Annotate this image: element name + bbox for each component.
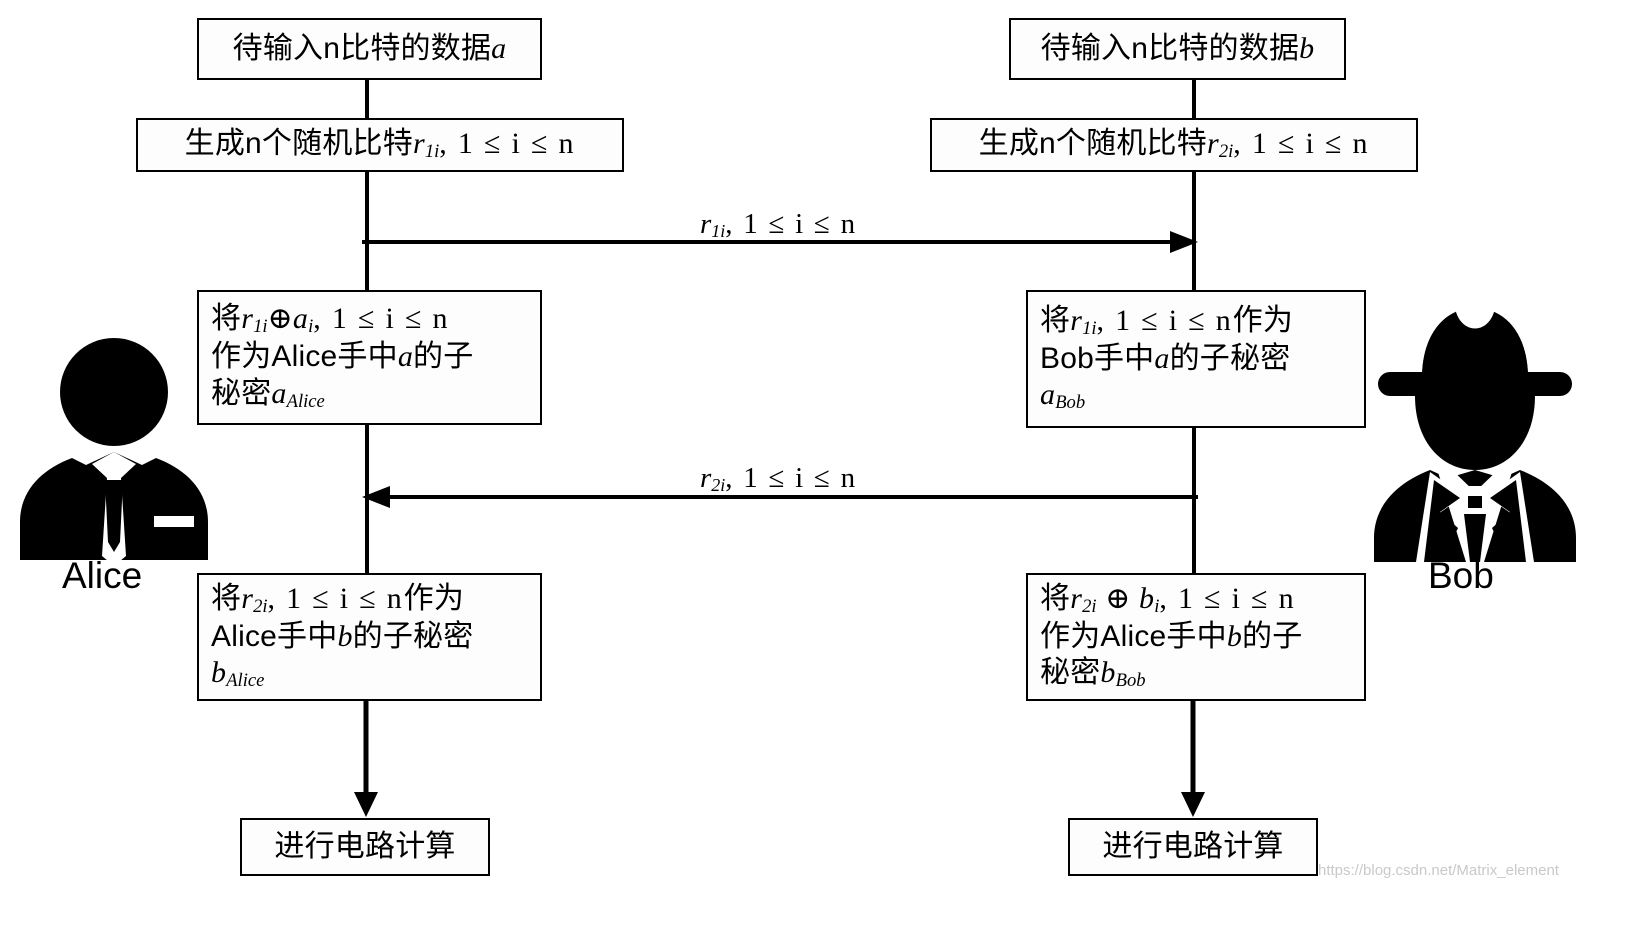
bob-random-range: , 1 ≤ i ≤ n [1233, 127, 1370, 161]
alice-ashare-l3-symbol: a [271, 376, 287, 410]
connector-alice-random-to-ashare [365, 172, 369, 290]
alice-bshare-l2-post: 的子秘密 [352, 619, 474, 653]
spy-hat-avatar-icon [1374, 308, 1576, 562]
bob-bshare-l3: 秘密 [1040, 656, 1101, 690]
bob-ashare-l1-range: , 1 ≤ i ≤ n [1096, 303, 1233, 337]
alice-bshare-l1-post: 作为 [403, 581, 465, 615]
alice-ashare-l3-subscript: Alice [286, 390, 325, 412]
box-alice-input: 待输入n比特的数据a [197, 18, 542, 80]
alice-ashare-l1-symbol: r [241, 302, 254, 336]
box-alice-a-share: 将r1i⊕ai, 1 ≤ i ≤ n 作为Alice手中a的子 秘密aAlice [197, 290, 542, 425]
alice-circuit-text: 进行电路计算 [274, 829, 456, 863]
bob-ashare-l2: Bob手中 [1040, 341, 1155, 375]
bob-ashare-l1-prefix: 将 [1040, 303, 1071, 337]
bob-random-subscript: 2i [1218, 141, 1234, 163]
bob-bshare-l1-prefix: 将 [1040, 581, 1071, 615]
connector-bob-random-to-ashare [1192, 172, 1196, 290]
connector-alice-input-to-random [365, 80, 369, 120]
arrow-r2-subscript: 2i [711, 474, 726, 495]
bob-label: Bob [1428, 555, 1494, 596]
alice-random-symbol: r [412, 127, 425, 161]
alice-ashare-l1-prefix: 将 [211, 302, 242, 336]
bob-ashare-l2-post: 的子秘密 [1169, 341, 1291, 375]
alice-bshare-l2-var: b [337, 619, 353, 653]
connector-bob-input-to-random [1192, 80, 1196, 120]
alice-bshare-l1-symbol: r [241, 581, 254, 615]
arrow-r2-symbol: r [700, 462, 712, 494]
alice-bshare-l3-subscript: Alice [226, 670, 265, 692]
arrow-bob-bshare-to-circuit [1181, 700, 1205, 817]
connector-bob-ashare-to-bshare [1192, 428, 1196, 573]
bob-bshare-l1-symbol2: b [1138, 581, 1155, 615]
arrow-label-r2: r2i, 1 ≤ i ≤ n [700, 462, 857, 496]
alice-bshare-l1-prefix: 将 [211, 581, 242, 615]
alice-bshare-l2: Alice手中 [211, 619, 338, 653]
box-alice-circuit: 进行电路计算 [240, 818, 490, 876]
bob-bshare-l1-subscript2: i [1154, 596, 1160, 618]
box-alice-random: 生成n个随机比特r1i, 1 ≤ i ≤ n [136, 118, 624, 172]
arrow-alice-bshare-to-circuit [354, 700, 378, 817]
bob-bshare-l1-subscript: 2i [1082, 596, 1097, 618]
alice-bshare-l3-symbol: b [211, 656, 227, 690]
arrow-r1-subscript: 1i [711, 220, 726, 241]
bob-input-text: 待输入n比特的数据 [1040, 31, 1300, 65]
businessman-avatar-icon [20, 338, 208, 566]
alice-bshare-l1-subscript: 2i [253, 596, 268, 618]
bob-ashare-l1-symbol: r [1070, 303, 1083, 337]
bob-ashare-l3-symbol: a [1040, 378, 1056, 412]
box-bob-a-share: 将r1i, 1 ≤ i ≤ n作为 Bob手中a的子秘密 aBob [1026, 290, 1366, 428]
bob-ashare-l3-subscript: Bob [1055, 392, 1086, 414]
bob-input-var: b [1299, 31, 1315, 65]
bob-bshare-l1-symbol: r [1070, 581, 1083, 615]
alice-ashare-l1-subscript: 1i [253, 316, 268, 338]
arrow-label-r1: r1i, 1 ≤ i ≤ n [700, 208, 857, 242]
box-alice-b-share: 将r2i, 1 ≤ i ≤ n作为 Alice手中b的子秘密 bAlice [197, 573, 542, 701]
bob-random-symbol: r [1206, 127, 1219, 161]
alice-random-range: , 1 ≤ i ≤ n [439, 127, 576, 161]
alice-ashare-l2-post: 的子 [413, 340, 474, 374]
alice-input-var: a [491, 31, 507, 65]
bob-ashare-l1-post: 作为 [1232, 303, 1294, 337]
bob-bshare-l2-post: 的子 [1242, 619, 1303, 653]
bob-bshare-l3-symbol: b [1100, 656, 1116, 690]
arrow-r1-symbol: r [700, 208, 712, 240]
box-bob-circuit: 进行电路计算 [1068, 818, 1318, 876]
alice-avatar [14, 330, 214, 566]
bob-bshare-l2: 作为Alice手中 [1040, 619, 1227, 653]
box-bob-b-share: 将r2i ⊕ bi, 1 ≤ i ≤ n 作为Alice手中b的子 秘密bBob [1026, 573, 1366, 701]
alice-ashare-l1-subscript2: i [308, 316, 314, 338]
connector-alice-ashare-to-bshare [365, 425, 369, 573]
bob-avatar [1360, 300, 1590, 567]
bob-bshare-l2-var: b [1226, 619, 1243, 653]
bob-bshare-l1-range: , 1 ≤ i ≤ n [1159, 581, 1296, 615]
arrow-r2-range: , 1 ≤ i ≤ n [725, 462, 857, 494]
xor-operator-icon-2: ⊕ [1105, 581, 1131, 615]
bob-ashare-l2-var: a [1154, 341, 1170, 375]
watermark-text: https://blog.csdn.net/Matrix_element [1318, 862, 1559, 879]
bob-circuit-text: 进行电路计算 [1102, 829, 1284, 863]
bob-bshare-l3-subscript: Bob [1115, 670, 1146, 692]
alice-random-prefix: 生成n个随机比特 [184, 127, 413, 161]
alice-ashare-l2: 作为Alice手中 [211, 340, 398, 374]
bob-random-prefix: 生成n个随机比特 [978, 127, 1207, 161]
alice-label: Alice [62, 555, 143, 596]
alice-ashare-l3: 秘密 [211, 376, 272, 410]
arrow-r2-bob-to-alice [362, 486, 1198, 508]
alice-ashare-l1-symbol2: a [292, 302, 309, 336]
alice-random-subscript: 1i [424, 141, 440, 163]
xor-operator-icon: ⊕ [267, 302, 293, 336]
arrow-r1-range: , 1 ≤ i ≤ n [725, 208, 857, 240]
alice-ashare-l1-range: , 1 ≤ i ≤ n [313, 302, 450, 336]
bob-ashare-l1-subscript: 1i [1082, 318, 1097, 340]
arrow-r1-alice-to-bob [362, 231, 1198, 253]
box-bob-input: 待输入n比特的数据b [1009, 18, 1346, 80]
box-bob-random: 生成n个随机比特r2i, 1 ≤ i ≤ n [930, 118, 1418, 172]
alice-bshare-l1-range: , 1 ≤ i ≤ n [267, 581, 404, 615]
alice-ashare-l2-var: a [397, 340, 414, 374]
alice-input-text: 待输入n比特的数据 [232, 31, 492, 65]
